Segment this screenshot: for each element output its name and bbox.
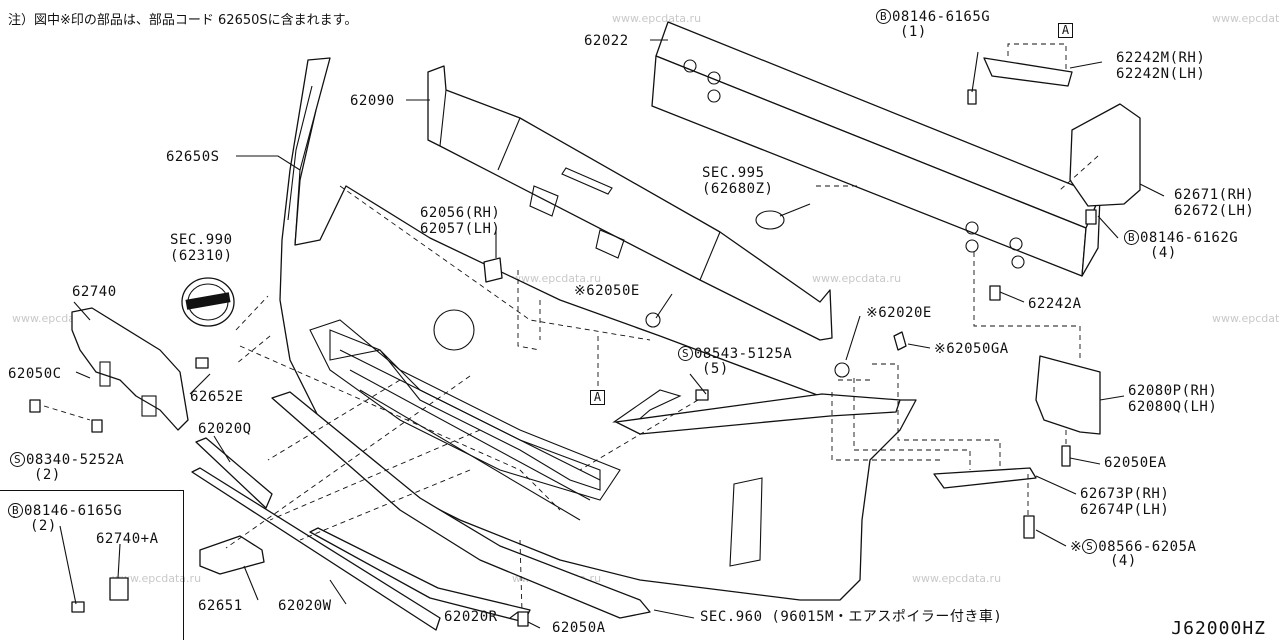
leader-lines [13,39,1165,629]
reference-box-a: A [590,390,605,405]
screw-mark: S [10,452,25,467]
part-label-62740A[interactable]: 62740+A [96,531,159,547]
watermark: www.epcdata.ru [912,572,1002,585]
part-label-62020R[interactable]: 62020R [444,609,498,625]
watermark: www.epcdata.ru [112,572,202,585]
quantity-label: (4) [1110,553,1137,569]
quantity-label: (4) [1150,245,1177,261]
energy-absorber [427,65,833,341]
part-label-62673P[interactable]: 62673P(RH) [1080,486,1170,502]
part-label-62674P[interactable]: 62674P(LH) [1080,502,1170,518]
watermark: www.epcdata.ru [612,12,702,25]
part-label-62242M[interactable]: 62242M(RH) [1116,50,1206,66]
quantity-label: (5) [702,361,729,377]
bolt-mark: B [1124,230,1139,245]
part-label-62650S[interactable]: 62650S [166,149,220,165]
part-label-62310: (62310) [170,248,233,264]
part-label-62022[interactable]: 62022 [584,33,629,49]
part-label-62672[interactable]: 62672(LH) [1174,203,1255,219]
lower-grille-strips [191,391,651,631]
quantity-label: (2) [30,518,57,534]
bolt-mark: B [8,503,23,518]
reinforcement-beam [651,21,1101,277]
reference-box-a: A [1058,23,1073,38]
part-label-62651[interactable]: 62651 [198,598,243,614]
part-label-62056[interactable]: 62056(RH) [420,205,501,221]
part-label-62020Q[interactable]: 62020Q [198,421,252,437]
diagram-note: 注）図中※印の部品は、部品コード 62650Sに含まれます。 [8,13,358,28]
emblem [181,277,235,327]
part-label-62050E[interactable]: ※62050E [574,283,640,299]
part-label-62242A[interactable]: 62242A [1028,296,1082,312]
part-label-62057[interactable]: 62057(LH) [420,221,501,237]
part-label-62020W[interactable]: 62020W [278,598,332,614]
bolt-mark: B [876,9,891,24]
part-label-62050C[interactable]: 62050C [8,366,62,382]
part-label-62050GA[interactable]: ※62050GA [934,341,1009,357]
part-label-62050A[interactable]: 62050A [552,620,606,636]
watermark: www.epcdata.ru [1212,12,1280,25]
part-label-62080P[interactable]: 62080P(RH) [1128,383,1218,399]
section-ref-960[interactable]: SEC.960 (96015M・エアスポイラー付き車) [700,609,1003,625]
assembly-lines [43,43,1099,613]
quantity-label: (2) [34,467,61,483]
part-label-62090[interactable]: 62090 [350,93,395,109]
part-label-62652E[interactable]: 62652E [190,389,244,405]
side-brackets [29,57,1141,627]
license-bracket [71,307,189,431]
part-label-62050EA[interactable]: 62050EA [1104,455,1167,471]
watermark: www.epcdata.ru [512,272,602,285]
part-label-62740[interactable]: 62740 [72,284,117,300]
quantity-label: (1) [900,24,927,40]
part-label-62242N[interactable]: 62242N(LH) [1116,66,1206,82]
screw-mark: S [1082,539,1098,554]
part-label-62680Z: (62680Z) [702,181,774,197]
part-label-62671[interactable]: 62671(RH) [1174,187,1255,203]
inset-panel [0,490,184,640]
screw-mark: S [678,346,693,361]
diagram-code: J62000HZ [1171,618,1266,639]
section-ref-990[interactable]: SEC.990 [170,232,233,248]
part-label-62020E[interactable]: ※62020E [866,305,932,321]
watermark: www.epcdata.ru [812,272,902,285]
watermark: www.epcdata.ru [1212,312,1280,325]
part-label-62080Q[interactable]: 62080Q(LH) [1128,399,1218,415]
section-ref-995[interactable]: SEC.995 [702,165,765,181]
